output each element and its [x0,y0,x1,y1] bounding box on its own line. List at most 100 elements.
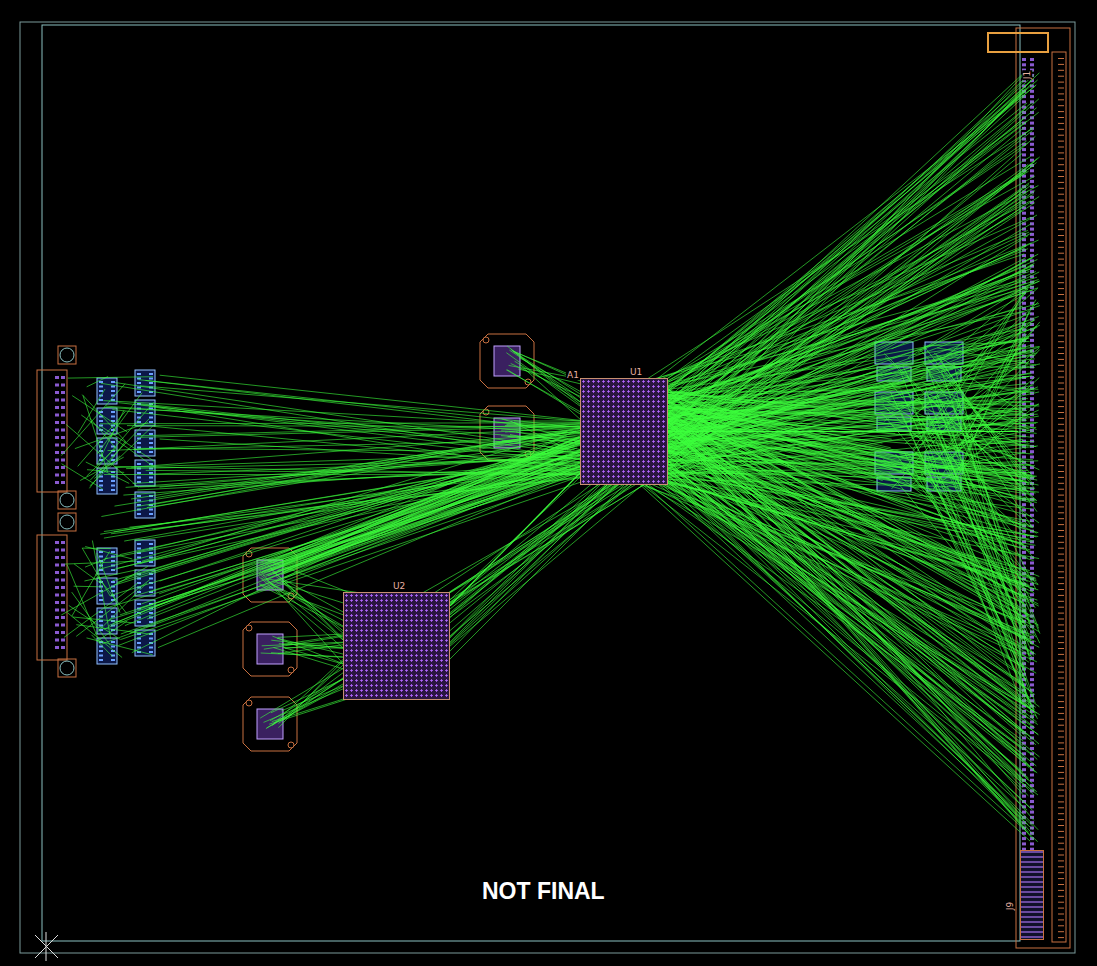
finger [1058,866,1064,867]
finger [1058,919,1064,920]
finger [1058,790,1064,791]
mount-pad [58,659,76,677]
finger [1058,837,1064,838]
pin-pad [1022,100,1026,103]
finger [1058,335,1064,336]
pin-pad [1030,297,1034,300]
pin-pad [111,381,115,383]
ratsnest-line [654,122,1022,388]
ratsnest-line [260,451,564,563]
pin-pad [61,429,65,432]
ratsnest-line [76,625,152,635]
ratsnest-line [935,396,1025,643]
finger [1058,329,1064,330]
pin-pad [111,581,115,583]
ratsnest-connector [668,431,1018,432]
ratsnest-line [658,265,1034,436]
pin-pad [149,373,153,375]
ratsnest-line [652,406,1035,694]
finger [1058,565,1064,566]
pin-pad [149,513,153,515]
ratsnest-line [266,461,590,579]
socket-hole [483,337,489,343]
pin-pad [1030,312,1034,315]
ic-package: U1 [580,378,668,485]
ratsnest-line [644,366,892,445]
pin-pad [1030,424,1034,427]
pin-pad [1030,212,1034,215]
finger [1058,176,1064,177]
pin-pad [1030,63,1034,66]
ratsnest-line [444,468,654,621]
pin-pad [99,659,103,661]
finger [1058,76,1064,77]
pin-pad [1030,784,1034,787]
finger [1058,878,1064,879]
pin-pad [111,611,115,613]
ratsnest-line [929,387,1038,432]
pin-pad [1030,397,1034,400]
ratsnest-line [653,405,919,489]
finger [1058,318,1064,319]
ratsnest-line [665,427,898,482]
ratsnest-line [944,397,1025,461]
finger [1058,442,1064,443]
finger [1058,88,1064,89]
pin-pad [1030,206,1034,209]
finger [1058,648,1064,649]
ratsnest-line [903,466,1026,598]
ratsnest-line [649,136,1035,480]
mount-hole [60,348,74,362]
ratsnest-line [946,321,1026,354]
finger [1058,82,1064,83]
ratsnest-line [140,386,623,425]
pin-pad [61,414,65,417]
ratsnest-line [907,453,1034,593]
finger [1058,341,1064,342]
reference-designator: A1 [566,370,580,380]
pin-pad [137,442,141,444]
pin-pad [149,421,153,423]
pin-pad [61,541,65,544]
pin-pad [61,391,65,394]
pin-pad [61,444,65,447]
mount-hole [60,493,74,507]
pin-pad [1022,726,1026,729]
ratsnest-line [87,638,153,655]
ratsnest-line [274,651,353,724]
pin-pad [61,601,65,604]
ratsnest-line [654,368,887,440]
pin-pad [137,472,141,474]
pin-pad [137,617,141,619]
pin-pad [137,603,141,605]
finger [1058,217,1064,218]
pin-pad [1022,551,1026,554]
reference-designator: U1 [629,367,643,377]
finger [1058,430,1064,431]
finger [1058,294,1064,295]
ratsnest-line [925,341,1030,346]
ratsnest-line [268,457,572,576]
ratsnest-line [649,88,1026,406]
pin-pad [99,485,103,487]
ratsnest-line [135,467,607,541]
ratsnest-line [901,412,1026,681]
pin-pad [1030,551,1034,554]
pin-pad [55,594,59,597]
ratsnest-line [664,440,896,482]
ratsnest-line [660,445,900,465]
pin-pad [99,655,103,657]
pin-pad [111,416,115,418]
finger [1058,211,1064,212]
finger [1058,235,1064,236]
ratsnest-line [64,583,138,638]
connector-j9: J9 [1020,850,1044,940]
ratsnest-line [630,401,1029,781]
ratsnest-line [82,548,110,550]
pin-pad [99,556,103,558]
finger [1058,377,1064,378]
finger [1058,849,1064,850]
ratsnest-line [926,389,1036,703]
pin-pad [1030,58,1034,61]
ratsnest-line [884,319,1035,421]
